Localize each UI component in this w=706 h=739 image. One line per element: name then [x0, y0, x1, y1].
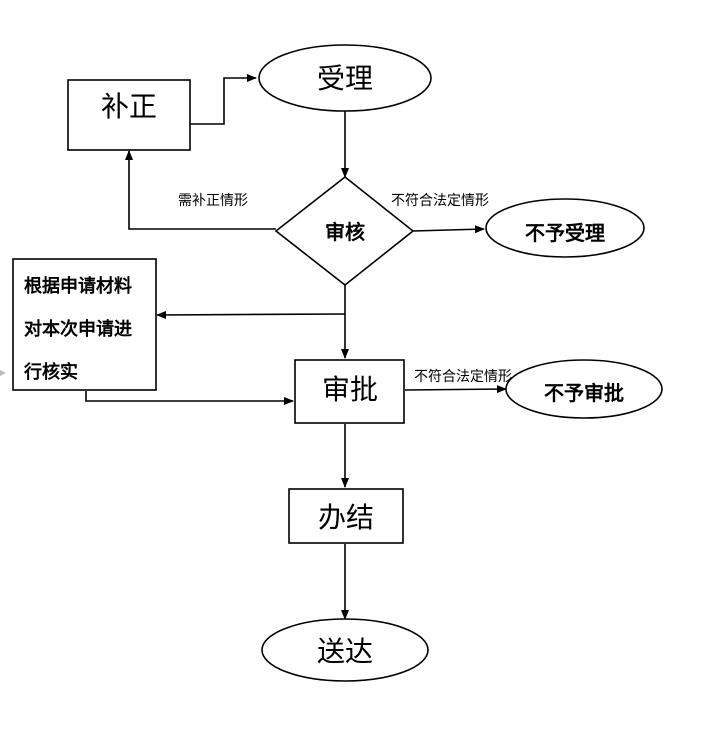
edge-approve-to-reject-approve — [404, 385, 507, 394]
reject-approve-label: 不予审批 — [544, 381, 624, 405]
accept-label: 受理 — [317, 62, 373, 95]
verify-label-line-1: 根据申请材料 — [24, 275, 132, 297]
needs-supplement-label: 需补正情形 — [178, 193, 248, 209]
complete-node — [288, 488, 404, 544]
verify-node — [12, 258, 157, 391]
edge-verify-to-approve — [85, 391, 294, 405]
not-compliant-approve-label: 不符合法定情形 — [414, 369, 512, 385]
deliver-label: 送达 — [317, 635, 373, 668]
supplement-node — [67, 79, 191, 151]
verify-label-line-3: 行核实 — [23, 361, 78, 383]
review-label: 审核 — [325, 220, 365, 244]
deliver-node — [261, 618, 429, 682]
edge-review-to-verify — [156, 310, 346, 319]
small-left-marker — [0, 370, 6, 376]
approve-label: 审批 — [322, 373, 378, 406]
not-compliant-review-label: 不符合法定情形 — [391, 193, 489, 209]
reject-accept-label: 不予受理 — [525, 221, 605, 245]
edge-review-to-reject-accept — [412, 225, 485, 234]
complete-label: 办结 — [318, 501, 374, 534]
approve-node — [294, 359, 405, 424]
edge-supplement-to-accept — [190, 74, 257, 125]
review-node — [274, 175, 415, 287]
edge-review-to-supplement — [125, 150, 276, 230]
reject-accept-node — [485, 198, 645, 258]
reject-approve-node — [505, 359, 663, 419]
supplement-label: 补正 — [101, 90, 157, 123]
verify-label-line-2: 对本次申请进 — [24, 318, 132, 340]
accept-node — [258, 44, 432, 112]
